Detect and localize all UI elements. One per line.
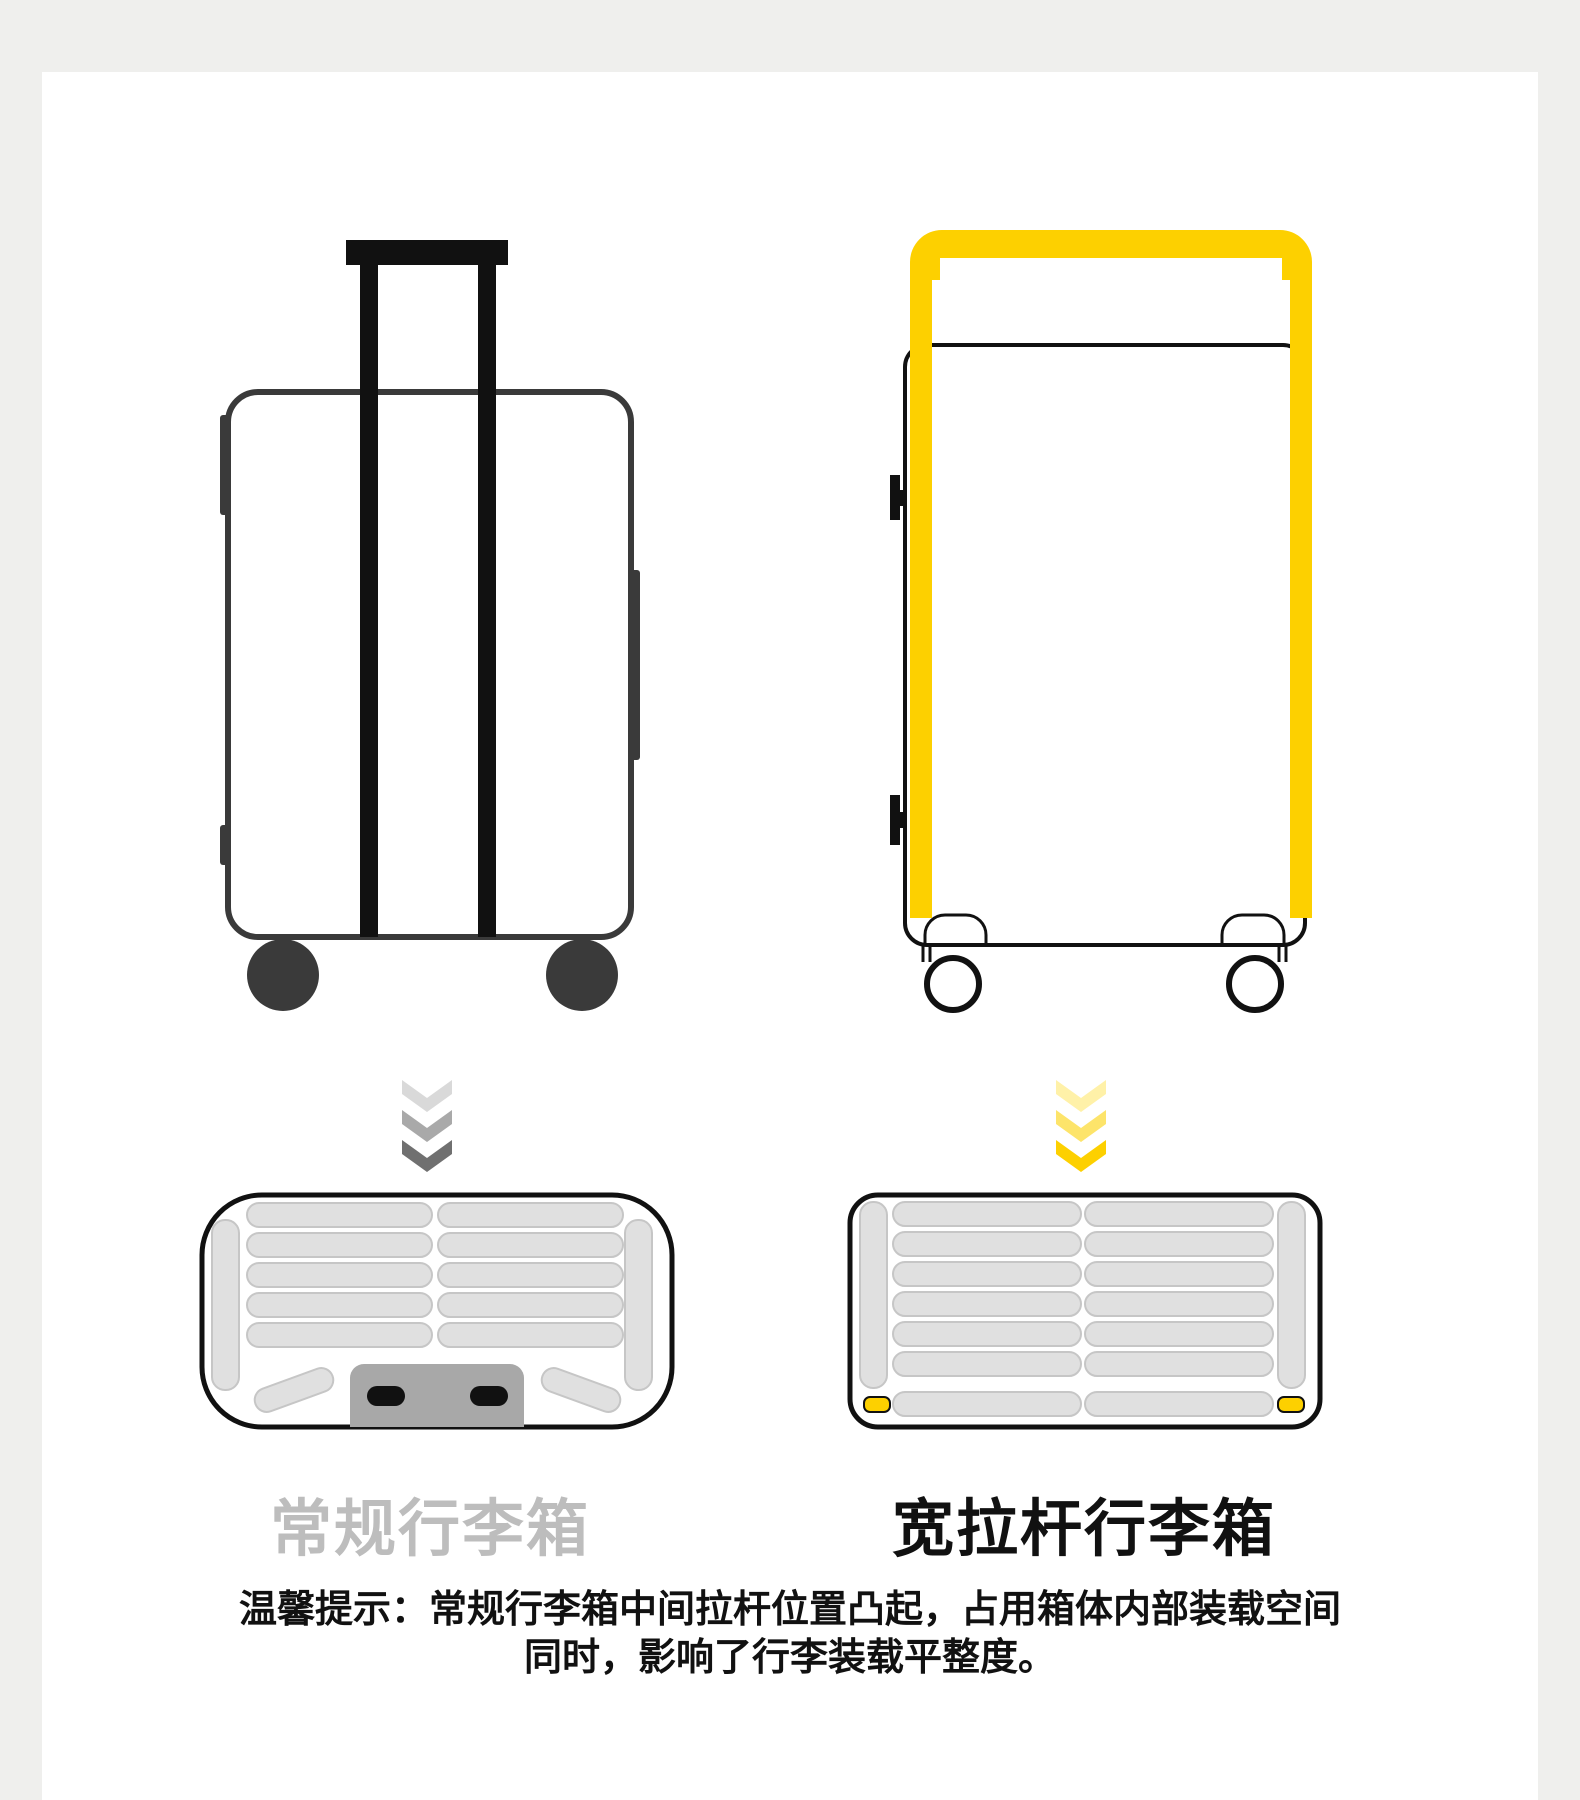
tip-line-1: 温馨提示：常规行李箱中间拉杆位置凸起，占用箱体内部装载空间 — [238, 1587, 1341, 1631]
tip-text: 温馨提示：常规行李箱中间拉杆位置凸起，占用箱体内部装载空间 同时，影响了行李装载… — [100, 1585, 1480, 1681]
wide-chevron-down-icon — [1056, 1080, 1106, 1172]
regular-suitcase-label: 常规行李箱 — [269, 1492, 590, 1565]
wide-suitcase-label: 宽拉杆行李箱 — [891, 1492, 1276, 1565]
regular-chevron-down-icon — [402, 1080, 452, 1172]
regular-cross-section — [199, 1192, 675, 1430]
regular-suitcase-icon — [220, 240, 640, 1011]
wide-suitcase-icon — [890, 230, 1312, 1013]
tip-line-2: 同时，影响了行李装载平整度。 — [523, 1635, 1056, 1679]
wide-cross-section — [847, 1192, 1323, 1430]
